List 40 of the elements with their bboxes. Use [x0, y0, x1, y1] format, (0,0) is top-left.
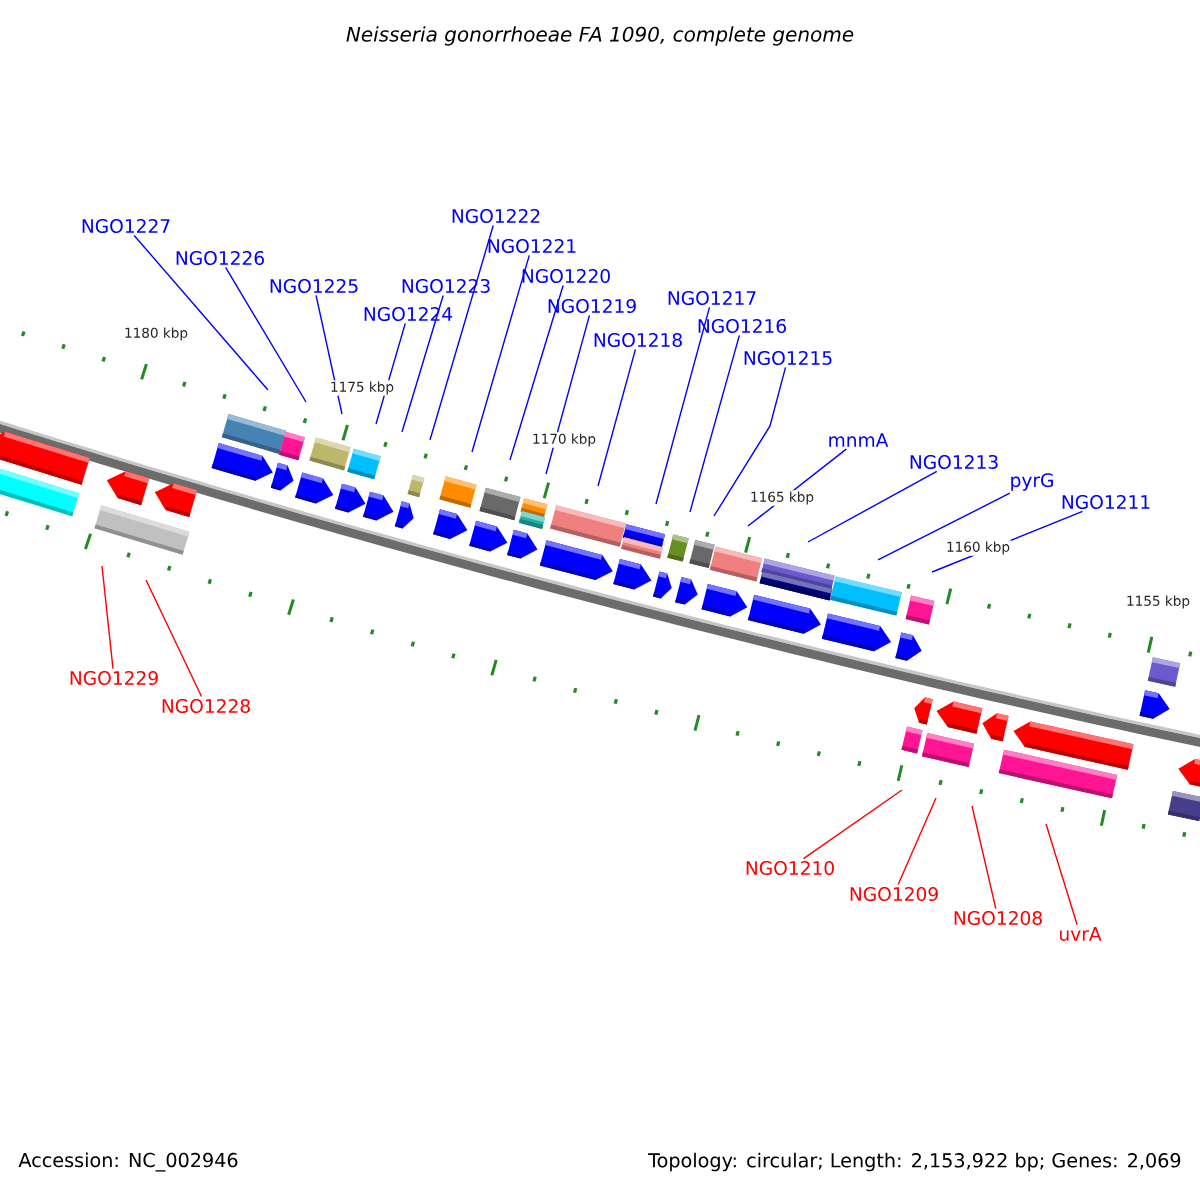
gene-label: mnmA [829, 433, 889, 447]
gene-label: NGO1209 [850, 886, 938, 901]
gene-label: NGO1210 [746, 860, 834, 875]
footer-text: Topology: circular; Length: 2,153,922 bp; Genes: 2,069 [648, 1152, 1181, 1172]
leader-line [224, 266, 307, 403]
gene-label: NGO1213 [910, 454, 998, 469]
gene-label: NGO1227 [82, 218, 170, 233]
leader-line [971, 805, 997, 910]
leader-line [545, 314, 591, 475]
leader-line [133, 234, 269, 391]
gene-label: NGO1208 [954, 910, 1042, 925]
leader-line [509, 284, 564, 461]
leader-line [401, 294, 444, 433]
leader-line [897, 797, 937, 886]
gene-label: NGO1222 [452, 208, 540, 223]
leader-line [877, 492, 1011, 561]
gene-label: NGO1229 [70, 670, 158, 685]
gene-label: NGO1215 [744, 350, 832, 365]
gene-label: NGO1211 [1062, 494, 1150, 509]
leader-line [101, 565, 114, 670]
gene-label: NGO1221 [488, 238, 576, 253]
leader-line [471, 254, 530, 453]
gene-label: NGO1218 [594, 332, 682, 347]
title: Neisseria gonorrhoeae FA 1090, complete genome [346, 26, 854, 46]
leader-line [429, 224, 494, 441]
leader-line [802, 789, 903, 860]
gene-label: uvrA [1060, 927, 1102, 941]
leader-line [655, 306, 711, 505]
leader-line [1045, 823, 1078, 926]
gene-label: NGO1225 [270, 278, 358, 293]
gene-label: NGO1228 [162, 698, 250, 713]
leader-line [145, 579, 203, 698]
leader-line [807, 470, 938, 543]
gene-label: NGO1226 [176, 250, 264, 265]
footer-text: Accession: NC_002946 [18, 1152, 238, 1172]
leader-line [689, 334, 741, 513]
gene-label: NGO1217 [668, 290, 756, 305]
gene-label: pyrG [1011, 473, 1053, 491]
leader-line [713, 366, 787, 517]
leader-line [597, 348, 637, 487]
